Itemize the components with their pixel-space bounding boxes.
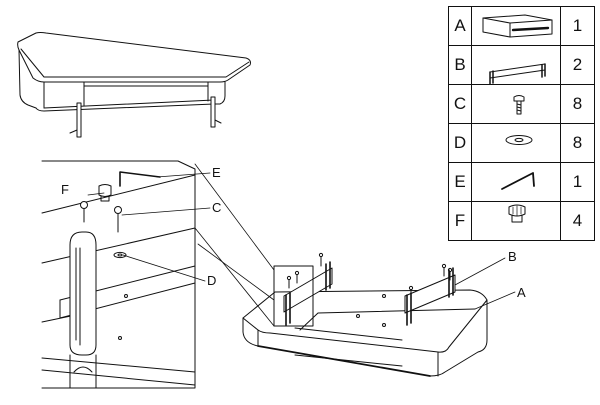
parts-row-a: A 1 xyxy=(448,6,595,46)
part-letter: E xyxy=(448,162,472,202)
parts-row-e: E 1 xyxy=(448,162,595,202)
part-quantity: 1 xyxy=(560,162,595,202)
part-letter: C xyxy=(448,84,472,124)
parts-list-table: A 1 B 2 C 8 D 8 E 1 F 4 xyxy=(448,6,595,241)
callout-a: A xyxy=(517,285,526,300)
part-letter: D xyxy=(448,123,472,163)
part-picture-cell xyxy=(471,45,561,85)
main-assembly-illustration xyxy=(242,252,488,377)
part-letter: F xyxy=(448,201,472,241)
assembled-table-illustration xyxy=(17,32,251,138)
part-quantity: 8 xyxy=(560,123,595,163)
leader-lines xyxy=(87,163,516,327)
callout-d: D xyxy=(207,273,217,288)
parts-row-f: F 4 xyxy=(448,201,595,241)
part-picture-cell xyxy=(471,6,561,46)
part-quantity: 2 xyxy=(560,45,595,85)
part-picture-cell xyxy=(471,84,561,124)
parts-row-b: B 2 xyxy=(448,45,595,85)
part-picture-cell xyxy=(471,201,561,241)
part-letter: A xyxy=(448,6,472,46)
part-letter: B xyxy=(448,45,472,85)
detail-zoom-view xyxy=(41,160,196,389)
callout-e: E xyxy=(212,165,221,180)
callout-b: B xyxy=(508,249,517,264)
part-picture-cell xyxy=(471,162,561,202)
callout-c: C xyxy=(212,200,222,215)
part-quantity: 1 xyxy=(560,6,595,46)
part-quantity: 4 xyxy=(560,201,595,241)
parts-row-d: D 8 xyxy=(448,123,595,163)
part-picture-cell xyxy=(471,123,561,163)
callout-f: F xyxy=(61,182,69,197)
part-quantity: 8 xyxy=(560,84,595,124)
parts-row-c: C 8 xyxy=(448,84,595,124)
